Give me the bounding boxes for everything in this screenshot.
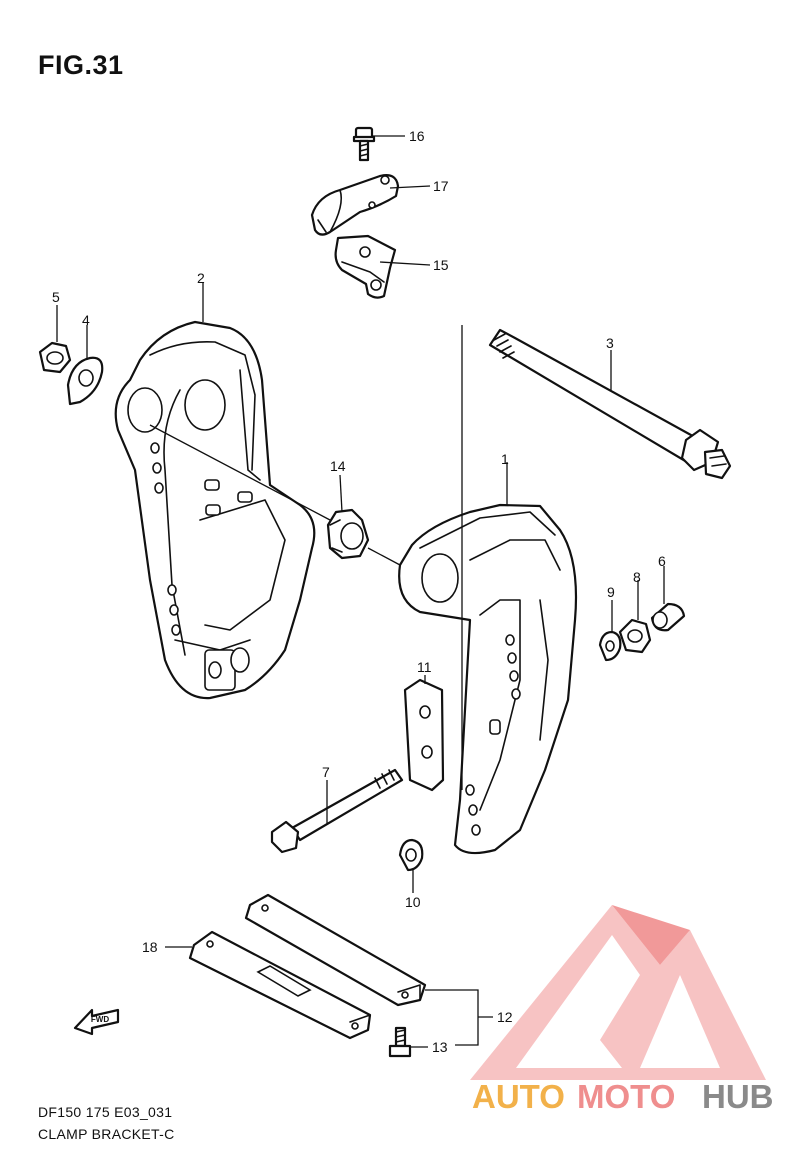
part-14-bushing <box>326 508 370 560</box>
callout-2: 2 <box>197 270 205 286</box>
part-11-spacer-plate <box>403 678 445 792</box>
part-13-bolt <box>388 1026 412 1058</box>
watermark-logo: AUTO MOTO HUB <box>470 905 774 1115</box>
callout-15: 15 <box>433 257 449 273</box>
callout-8: 8 <box>633 569 641 585</box>
fwd-label: FWD <box>91 1015 109 1024</box>
callout-6: 6 <box>658 553 666 569</box>
part-3-shaft <box>488 328 732 480</box>
callout-4: 4 <box>82 312 90 328</box>
figure-title: FIG.31 <box>38 50 124 80</box>
callout-10: 10 <box>405 894 421 910</box>
part-18-plate <box>188 930 372 1040</box>
part-12-plate <box>244 893 427 1007</box>
callout-leaders <box>56 135 665 1048</box>
part-9-washer <box>598 630 622 662</box>
callout-1: 1 <box>501 451 509 467</box>
part-10-washer <box>398 838 424 872</box>
watermark-brand-auto: AUTO <box>472 1078 565 1115</box>
callout-9: 9 <box>607 584 615 600</box>
axis-lines <box>149 325 463 790</box>
callout-14: 14 <box>330 458 346 474</box>
part-5-nut <box>38 341 72 374</box>
callout-3: 3 <box>606 335 614 351</box>
watermark-brand-moto: MOTO <box>577 1078 675 1115</box>
figure-code: DF150 175 E03_031 <box>38 1104 173 1120</box>
fwd-arrow-icon: FWD <box>73 1008 120 1036</box>
part-17-cover <box>310 174 400 236</box>
part-1-clamp-bracket-right <box>398 503 578 855</box>
part-6-collar <box>650 602 686 632</box>
callout-11: 11 <box>417 659 432 675</box>
callout-labels: 16 17 15 2 5 4 3 1 14 9 8 6 11 7 10 18 1… <box>52 128 666 1055</box>
part-4-washer <box>66 356 104 406</box>
callout-7: 7 <box>322 764 330 780</box>
callout-18: 18 <box>142 939 158 955</box>
callout-17: 17 <box>433 178 449 194</box>
part-16-bolt <box>352 126 376 162</box>
callout-5: 5 <box>52 289 60 305</box>
watermark-brand-hub: HUB <box>702 1078 774 1115</box>
part-2-clamp-bracket-left <box>114 320 316 700</box>
callout-16: 16 <box>409 128 425 144</box>
callout-12: 12 <box>497 1009 513 1025</box>
callout-13: 13 <box>432 1039 448 1055</box>
part-7-long-bolt <box>270 768 404 854</box>
part-15-plate <box>334 234 397 299</box>
part-8-nut <box>618 618 652 654</box>
figure-name: CLAMP BRACKET-C <box>38 1126 175 1142</box>
